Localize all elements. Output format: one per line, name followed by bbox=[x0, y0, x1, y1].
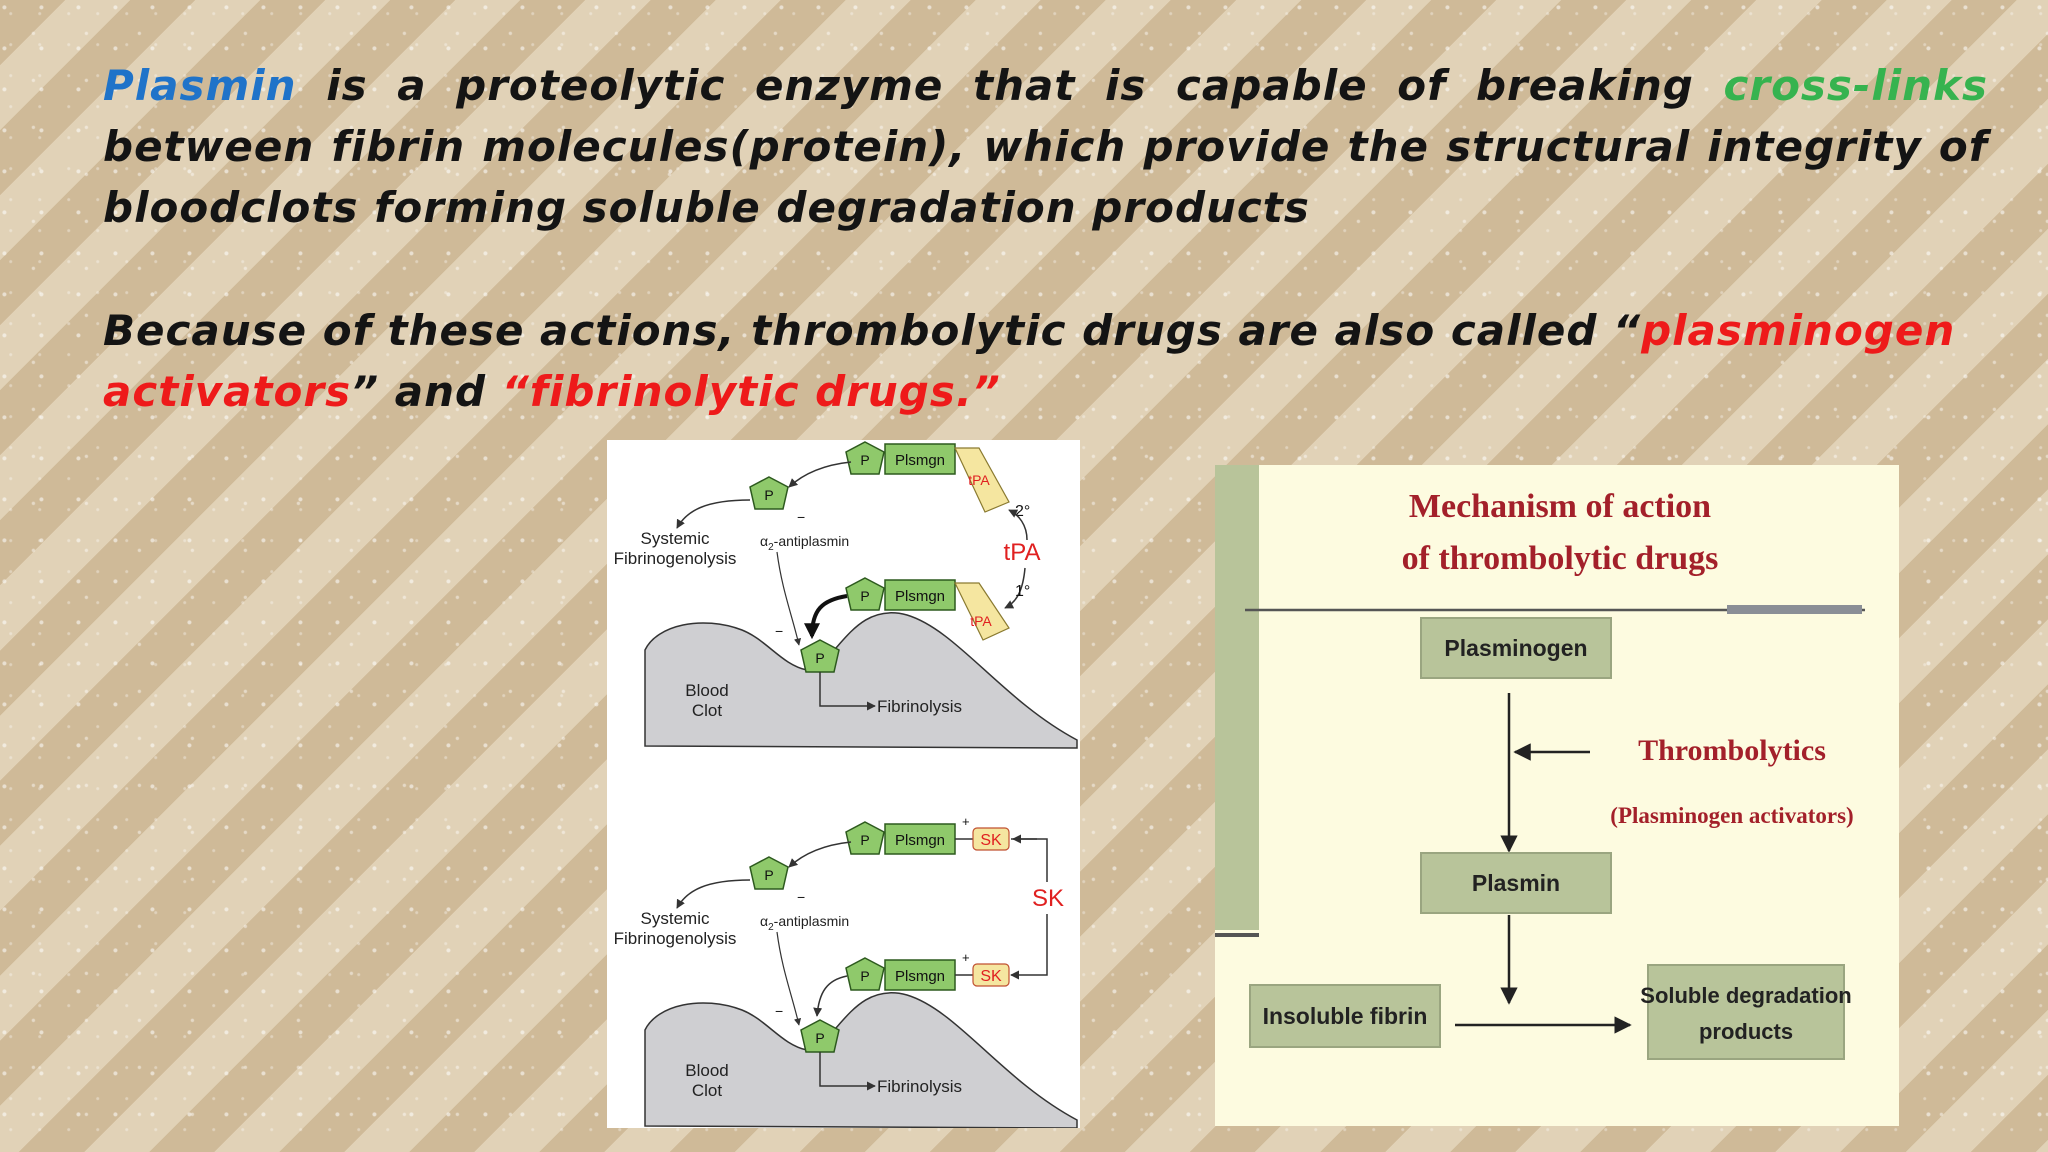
inhibition-path bbox=[776, 551, 802, 646]
activation-arrow bbox=[788, 461, 852, 488]
free-plasmin-pentagon bbox=[749, 856, 789, 890]
plasmin-pentagon bbox=[845, 441, 885, 475]
insoluble-fibrin-label: Insoluble fibrin bbox=[1263, 1003, 1428, 1029]
sk-small-label: SK bbox=[980, 968, 1002, 985]
systemic-arrow bbox=[676, 499, 751, 529]
secondary-label: 2° bbox=[1015, 503, 1030, 520]
free-plasmin-pentagon bbox=[749, 476, 789, 510]
mechanism-flowchart: Mechanism of action of thrombolytic drug… bbox=[1215, 465, 1899, 1126]
thrombolytics-label: Thrombolytics bbox=[1638, 734, 1826, 767]
plsmgn-label: Plsmgn bbox=[895, 588, 945, 605]
insoluble-fibrin-box bbox=[1249, 984, 1441, 1048]
tpa-shape bbox=[954, 447, 1010, 513]
paragraph-drug-names: Because of these actions, thrombolytic d… bbox=[103, 300, 1988, 422]
soluble-products-box bbox=[1647, 964, 1845, 1060]
clot-line2: Clot bbox=[692, 701, 723, 720]
paragraph2-text-a: Because of these actions, thrombolytic d… bbox=[103, 306, 1642, 355]
plasminogen-label: Plasminogen bbox=[1444, 635, 1587, 661]
minus-sign: − bbox=[775, 623, 783, 639]
sk-label-backdrop bbox=[1031, 882, 1065, 914]
term-cross-links: cross-links bbox=[1723, 61, 1988, 110]
paragraph1-text-a: is a proteolytic enzyme that is capable … bbox=[296, 61, 1724, 110]
systemic-line2: Fibrinogenolysis bbox=[614, 929, 737, 948]
bold-activation-arrow bbox=[804, 594, 848, 640]
plasmin-box bbox=[1420, 852, 1612, 914]
paragraph1-text-b: between fibrin molecules(protein), which… bbox=[103, 122, 1988, 232]
p-label: P bbox=[860, 832, 869, 848]
soluble-line1: Soluble degradation bbox=[1640, 983, 1851, 1008]
p-label: P bbox=[815, 650, 824, 666]
antiplasmin-label: α2-antiplasmin bbox=[760, 533, 849, 553]
plasmin-pentagon bbox=[845, 957, 885, 991]
fibrinolysis-label: Fibrinolysis bbox=[877, 1077, 962, 1096]
tpa-shape bbox=[954, 582, 1010, 641]
fibrinolysis-arrow bbox=[819, 1052, 876, 1091]
title-rule-accent bbox=[1727, 605, 1862, 614]
plasminogen-box bbox=[1420, 617, 1612, 679]
tpa-secondary-arrow bbox=[1008, 509, 1028, 541]
inhibition-path bbox=[776, 931, 802, 1026]
plasmin-pentagon bbox=[845, 577, 885, 611]
sk-large-label: SK bbox=[1032, 885, 1064, 912]
clot-line1: Blood bbox=[685, 681, 728, 700]
plasmin-pentagon bbox=[845, 821, 885, 855]
fibrinolysis-label: Fibrinolysis bbox=[877, 697, 962, 716]
plsmgn-label: Plsmgn bbox=[895, 968, 945, 985]
minus-sign: − bbox=[797, 509, 805, 525]
minus-sign: − bbox=[775, 1003, 783, 1019]
sk-box bbox=[972, 963, 1010, 987]
minus-sign: − bbox=[797, 889, 805, 905]
systemic-line1: Systemic bbox=[641, 529, 710, 548]
plus-sign: + bbox=[962, 950, 970, 965]
p-label: P bbox=[860, 968, 869, 984]
p-label: P bbox=[764, 867, 773, 883]
fibrinolysis-arrow bbox=[819, 672, 876, 711]
tpa-large-label: tPA bbox=[1004, 539, 1041, 566]
plasmin-label: Plasmin bbox=[1472, 870, 1560, 896]
p-label: P bbox=[815, 1030, 824, 1046]
plasminogen-box bbox=[884, 579, 956, 611]
paragraph2-text-b: ” and bbox=[351, 367, 502, 416]
plsmgn-label: Plsmgn bbox=[895, 832, 945, 849]
plasminogen-activators-label: (Plasminogen activators) bbox=[1610, 803, 1853, 828]
title-line2: of thrombolytic drugs bbox=[1402, 540, 1719, 577]
systemic-line2: Fibrinogenolysis bbox=[614, 549, 737, 568]
paragraph-plasmin-definition: Plasmin is a proteolytic enzyme that is … bbox=[103, 55, 1988, 238]
tpa-primary-arrow bbox=[1004, 567, 1026, 609]
sk-box bbox=[972, 827, 1010, 851]
p-label: P bbox=[764, 487, 773, 503]
sk-small-label: SK bbox=[980, 832, 1002, 849]
p-label: P bbox=[860, 452, 869, 468]
plus-sign: + bbox=[962, 814, 970, 829]
clot-line1: Blood bbox=[685, 1061, 728, 1080]
p-label: P bbox=[860, 588, 869, 604]
activation-arrow bbox=[788, 841, 852, 868]
term-plasmin: Plasmin bbox=[103, 61, 297, 110]
soluble-line2: products bbox=[1699, 1019, 1793, 1044]
plasminogen-box bbox=[884, 443, 956, 475]
clot-line2: Clot bbox=[692, 1081, 723, 1100]
thrombolysis-pathway-diagram: P Plsmgn tPA P − Systemic Fibrinogenolys… bbox=[607, 440, 1080, 1128]
tpa-panel: P Plsmgn tPA P − Systemic Fibrinogenolys… bbox=[614, 441, 1078, 749]
tpa-small-label: tPA bbox=[970, 613, 992, 629]
plasminogen-box bbox=[884, 959, 956, 991]
left-bar bbox=[1215, 465, 1259, 930]
systemic-arrow bbox=[676, 879, 751, 909]
antiplasmin-label: α2-antiplasmin bbox=[760, 913, 849, 933]
activation-arrow bbox=[813, 975, 848, 1017]
tpa-small-label: tPA bbox=[968, 472, 990, 488]
term-plasminogen-activators: plasminogen activators bbox=[103, 306, 1956, 416]
systemic-line1: Systemic bbox=[641, 909, 710, 928]
sk-panel: P Plsmgn + SK P − Systemic Fibrinogenoly… bbox=[614, 814, 1078, 1128]
plsmgn-label: Plsmgn bbox=[895, 452, 945, 469]
term-fibrinolytic-drugs: “fibrinolytic drugs.” bbox=[501, 367, 1001, 416]
title-line1: Mechanism of action bbox=[1409, 488, 1711, 525]
primary-label: 1° bbox=[1015, 583, 1030, 600]
